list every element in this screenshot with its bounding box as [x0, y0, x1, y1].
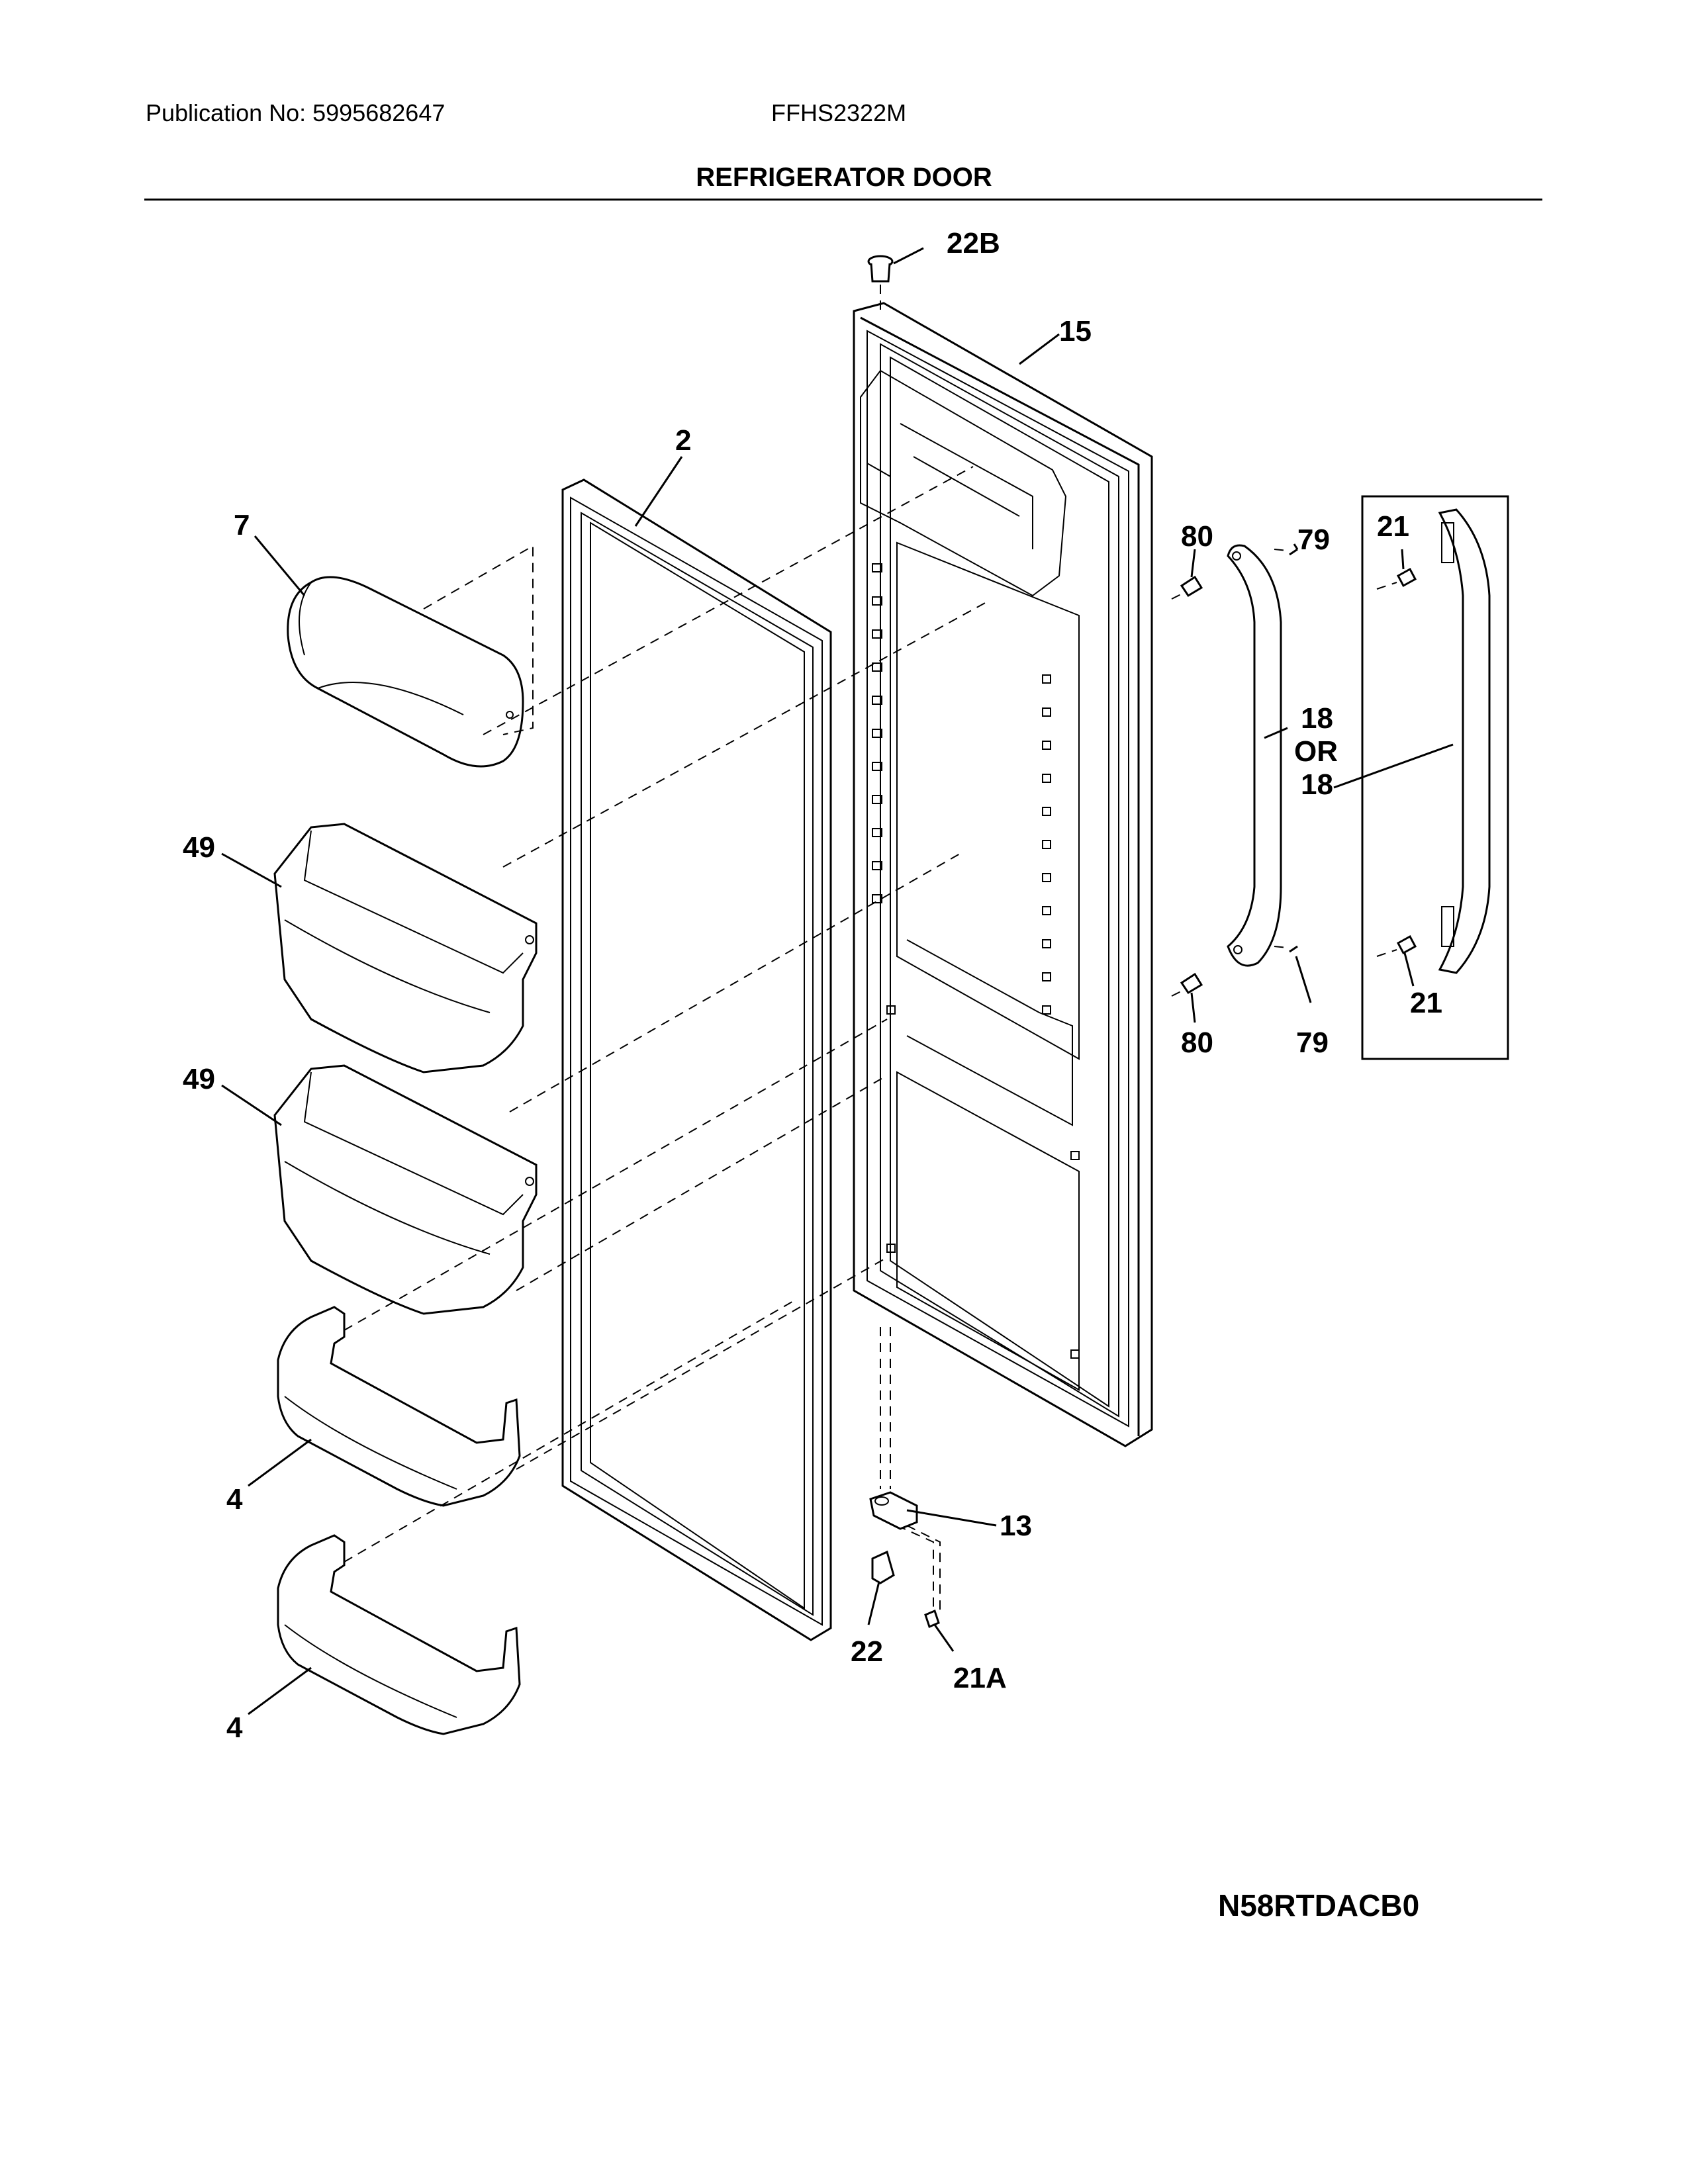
callout-22: 22: [851, 1635, 883, 1668]
door-top-shelf-area: [860, 369, 1067, 597]
door-outer-panel: [853, 302, 1153, 1447]
callout-49-upper: 49: [183, 831, 215, 864]
callout-49-lower: 49: [183, 1063, 215, 1095]
callout-18-lower: 18: [1301, 768, 1333, 801]
publication-number: Publication No: 5995682647: [146, 99, 445, 126]
alternate-handle-box: [1361, 495, 1509, 1060]
callout-15: 15: [1059, 315, 1092, 347]
diagram-code: N58RTDACB0: [1218, 1888, 1420, 1923]
dairy-compartment-7: [287, 576, 524, 768]
page-title: REFRIGERATOR DOOR: [696, 163, 992, 192]
hinge-cap-22b: [867, 255, 894, 311]
door-bin-49-upper: [273, 823, 538, 1073]
handle-screw-80-upper: [1180, 575, 1203, 598]
hinge-bracket-13: [869, 1491, 918, 1530]
hinge-bushing-22: [871, 1550, 895, 1584]
door-handle-18: [1227, 544, 1282, 967]
door-bin-49-lower: [273, 1064, 538, 1315]
callout-4-upper: 4: [226, 1483, 243, 1516]
callout-21a: 21A: [953, 1662, 1007, 1694]
assembly-guide-lines: [344, 466, 1397, 1612]
model-number: FFHS2322M: [771, 99, 907, 126]
callout-80-lower: 80: [1181, 1026, 1213, 1059]
door-shelf-4-upper: [277, 1306, 521, 1507]
callout-labels: 22B 15 2 7 80 79 21 18 OR 18 49 49 80 79…: [183, 227, 1442, 1744]
callout-21-lower: 21: [1410, 987, 1442, 1019]
set-screw-79-lower: [1289, 945, 1298, 953]
callout-2: 2: [675, 424, 691, 457]
door-liner-upper: [896, 541, 1080, 1126]
callout-22b: 22B: [947, 227, 1000, 259]
callout-or: OR: [1294, 735, 1338, 768]
callout-21-upper: 21: [1377, 510, 1409, 543]
set-screw-79-upper: [1289, 548, 1298, 556]
header-divider: [144, 199, 1542, 201]
callout-80-upper: 80: [1181, 520, 1213, 553]
hinge-screw-21a: [924, 1609, 940, 1629]
callout-13: 13: [1000, 1510, 1032, 1542]
door-shelf-4-lower: [277, 1534, 521, 1735]
callout-leader-lines: [221, 247, 1454, 1715]
callout-18-upper: 18: [1301, 702, 1333, 735]
callout-7: 7: [234, 509, 250, 541]
callout-79-upper: 79: [1297, 523, 1330, 556]
callout-79-lower: 79: [1296, 1026, 1329, 1059]
callout-4-lower: 4: [226, 1711, 243, 1744]
door-shelf-pegs: [872, 563, 1080, 1359]
door-gasket: [561, 478, 832, 1641]
handle-screw-80-lower: [1180, 972, 1203, 995]
door-liner-lower: [896, 1071, 1080, 1391]
